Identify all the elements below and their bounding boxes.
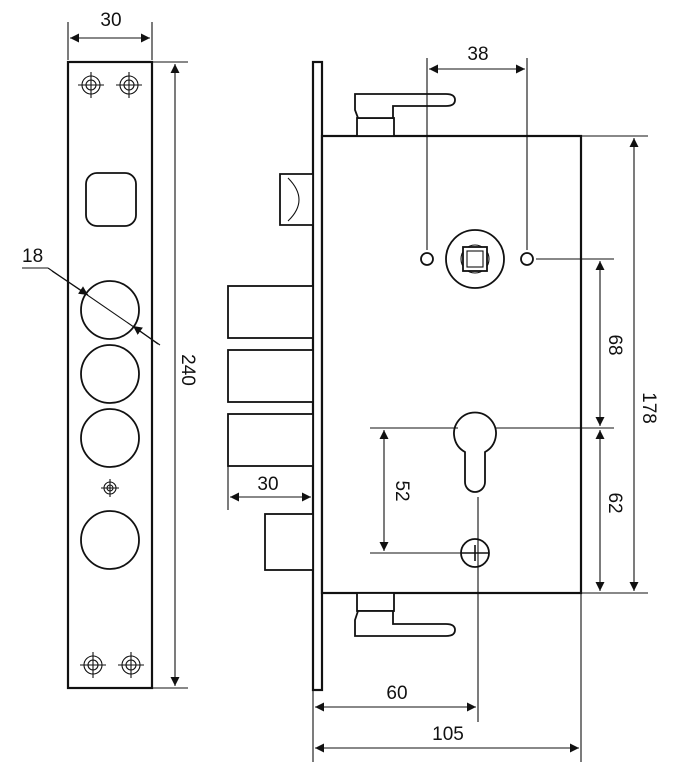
dimension-faceplate-length: 240: [152, 61, 198, 689]
dimension-label-faceplate-width: 30: [100, 10, 121, 31]
dimension-bolt-throw: 30: [227, 466, 311, 510]
dimension-cylinder-to-bottom: 62: [595, 430, 625, 591]
dimension-label-body-depth: 105: [432, 724, 464, 745]
spindle-hub: [445, 229, 505, 289]
screw-hole-top-left: [78, 72, 104, 98]
dimension-label-cylinder-to-bottom: 62: [604, 492, 625, 513]
dimension-body-height: 178: [581, 135, 659, 594]
dimension-label-spindle-to-cylinder: 68: [604, 334, 625, 355]
screw-hole-bottom-left: [80, 652, 106, 678]
dimension-backset: 60: [312, 497, 479, 762]
dimension-label-spindle-spacing: 38: [467, 44, 488, 65]
dimension-hole-diameter: 18: [22, 246, 161, 346]
dead-bolt-1: [227, 285, 314, 339]
dead-bolt-2: [227, 349, 314, 403]
lock-case: [320, 134, 583, 595]
dimension-spindle-spacing: 38: [426, 44, 528, 250]
lock-forend: [311, 60, 324, 692]
dimension-body-depth: 105: [315, 593, 582, 762]
dimension-label-cylinder-to-screw: 52: [391, 480, 412, 501]
faceplate-view: [66, 60, 154, 690]
bottom-hook-latch: [354, 592, 456, 637]
dimension-label-bolt-throw: 30: [257, 474, 278, 495]
spring-latch: [279, 173, 314, 226]
dimension-label-faceplate-length: 240: [177, 354, 198, 386]
screw-hole-bottom-right: [118, 652, 144, 678]
dimension-label-backset: 60: [386, 683, 407, 704]
top-hook-latch: [354, 93, 456, 137]
spindle-screw-right: [520, 252, 534, 266]
lower-bolt: [264, 513, 314, 571]
lock-side-view: [227, 60, 583, 692]
screw-hole-center: [101, 479, 119, 497]
screw-hole-top-right: [116, 72, 142, 98]
dimension-spindle-to-cylinder: 68: [496, 258, 625, 429]
dimension-cylinder-to-screw: 52: [370, 427, 470, 554]
latch-opening: [85, 172, 137, 227]
bolt-hole-4: [80, 510, 140, 570]
dimension-label-body-height: 178: [638, 392, 659, 424]
bolt-hole-2: [80, 344, 140, 404]
bolt-hole-3: [80, 408, 140, 468]
dimension-faceplate-width: 30: [67, 10, 153, 60]
dead-bolt-3: [227, 413, 314, 467]
cylinder-cutout: [453, 411, 497, 493]
spindle-screw-left: [420, 252, 434, 266]
dimension-label-hole-diameter: 18: [22, 246, 43, 267]
